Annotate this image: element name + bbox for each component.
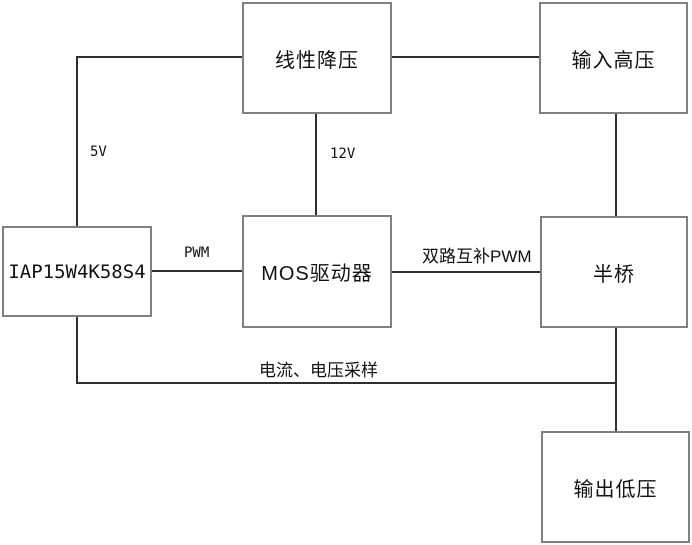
wire-5v-horizontal bbox=[76, 56, 242, 58]
wire-label-5v: 5V bbox=[90, 144, 107, 160]
block-output-low-voltage: 输出低压 bbox=[541, 431, 690, 543]
wire-5v-vertical bbox=[76, 56, 78, 226]
wire-inputhv-to-halfbridge bbox=[615, 114, 617, 216]
block-linear-buck: 线性降压 bbox=[242, 2, 392, 114]
wire-label-current-voltage-sampling: 电流、电压采样 bbox=[259, 356, 378, 381]
block-output-low-voltage-label: 输出低压 bbox=[573, 478, 658, 501]
block-half-bridge-label: 半桥 bbox=[593, 263, 635, 286]
block-half-bridge: 半桥 bbox=[540, 216, 688, 328]
block-mos-driver-label: MOS驱动器 bbox=[261, 263, 373, 285]
wire-halfbridge-to-outputlv bbox=[615, 328, 617, 431]
wire-sampling-vertical bbox=[76, 317, 78, 383]
wire-label-pwm: PWM bbox=[184, 245, 210, 261]
block-mos-driver: MOS驱动器 bbox=[242, 215, 392, 328]
wire-label-12v: 12V bbox=[330, 146, 356, 162]
block-input-high-voltage: 输入高压 bbox=[539, 2, 688, 114]
wire-12v-vertical bbox=[315, 114, 317, 215]
wire-dual-pwm bbox=[392, 271, 540, 273]
block-mcu-iap15w4k58s4: IAP15W4K58S4 bbox=[2, 226, 152, 317]
wire-linearbuck-to-inputhv bbox=[392, 56, 539, 58]
block-mcu-label: IAP15W4K58S4 bbox=[8, 260, 146, 283]
block-input-high-voltage-label: 输入高压 bbox=[571, 49, 656, 72]
wire-label-dual-complementary-pwm: 双路互补PWM bbox=[422, 242, 532, 267]
wire-sampling-horizontal bbox=[76, 382, 617, 384]
wire-pwm bbox=[152, 270, 242, 272]
block-linear-buck-label: 线性降压 bbox=[275, 49, 359, 72]
